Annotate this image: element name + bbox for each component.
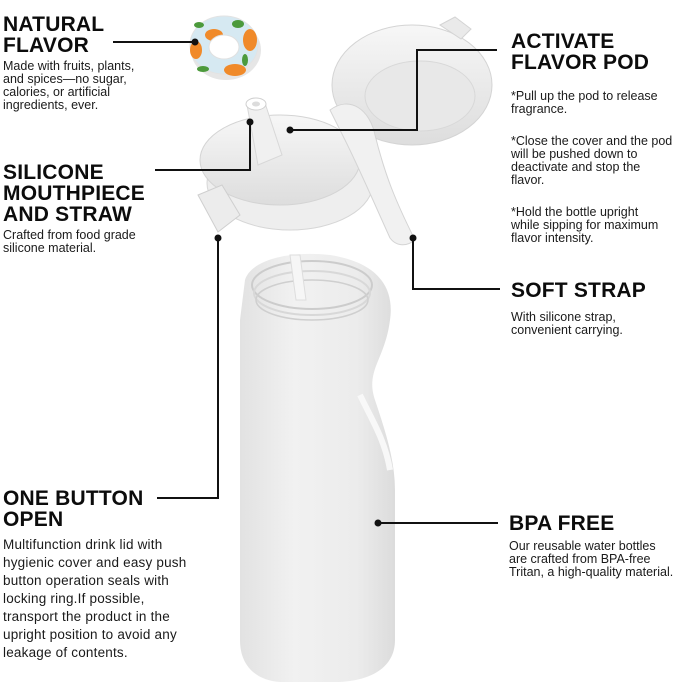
lid-cover	[331, 16, 493, 146]
callout-activate-flavor-pod: ACTIVATE FLAVOR POD *Pull up the pod to …	[511, 31, 700, 264]
callout-desc: Made with fruits, plants, and spices—no …	[3, 59, 135, 112]
callout-desc: Our reusable water bottles are crafted f…	[509, 539, 674, 579]
callout-title: NATURAL FLAVOR	[3, 13, 105, 57]
lid-base	[197, 97, 416, 246]
connector-silicone-mouthpiece	[155, 122, 251, 171]
callout-soft-strap: SOFT STRAP With silicone strap, convenie…	[511, 280, 691, 337]
callout-title: SOFT STRAP	[511, 279, 647, 302]
callout-title: ACTIVATE FLAVOR POD	[511, 30, 650, 74]
callout-title: SILICONE MOUTHPIECE AND STRAW	[3, 161, 146, 226]
callout-desc-list: *Pull up the pod to release fragrance. *…	[511, 77, 700, 264]
callout-desc-item: *Hold the bottle upright while sipping f…	[511, 205, 659, 245]
callout-desc: With silicone strap, convenient carrying…	[511, 310, 623, 337]
callout-title: ONE BUTTON OPEN	[3, 487, 144, 531]
callout-title: BPA FREE	[509, 512, 615, 535]
callout-desc-item: *Close the cover and the pod will be pus…	[511, 134, 673, 187]
connector-dots	[191, 38, 417, 527]
callout-bpa-free: BPA FREE Our reusable water bottles are …	[509, 513, 699, 579]
connector-soft-strap	[412, 238, 500, 290]
callout-desc: Crafted from food grade silicone materia…	[3, 228, 136, 255]
callout-natural-flavor: NATURAL FLAVOR Made with fruits, plants,…	[3, 14, 183, 112]
callout-silicone-mouthpiece: SILICONE MOUTHPIECE AND STRAW Crafted fr…	[3, 162, 173, 255]
callout-desc-item: *Pull up the pod to release fragrance.	[511, 89, 658, 116]
bottle	[240, 253, 395, 682]
connector-one-button	[157, 238, 219, 499]
flavor-pod	[189, 15, 261, 80]
callout-connectors	[113, 41, 500, 524]
connector-activate-pod	[290, 49, 497, 131]
callout-desc: Multifunction drink lid with hygienic co…	[3, 537, 187, 660]
callout-one-button-open: ONE BUTTON OPEN Multifunction drink lid …	[3, 488, 233, 662]
